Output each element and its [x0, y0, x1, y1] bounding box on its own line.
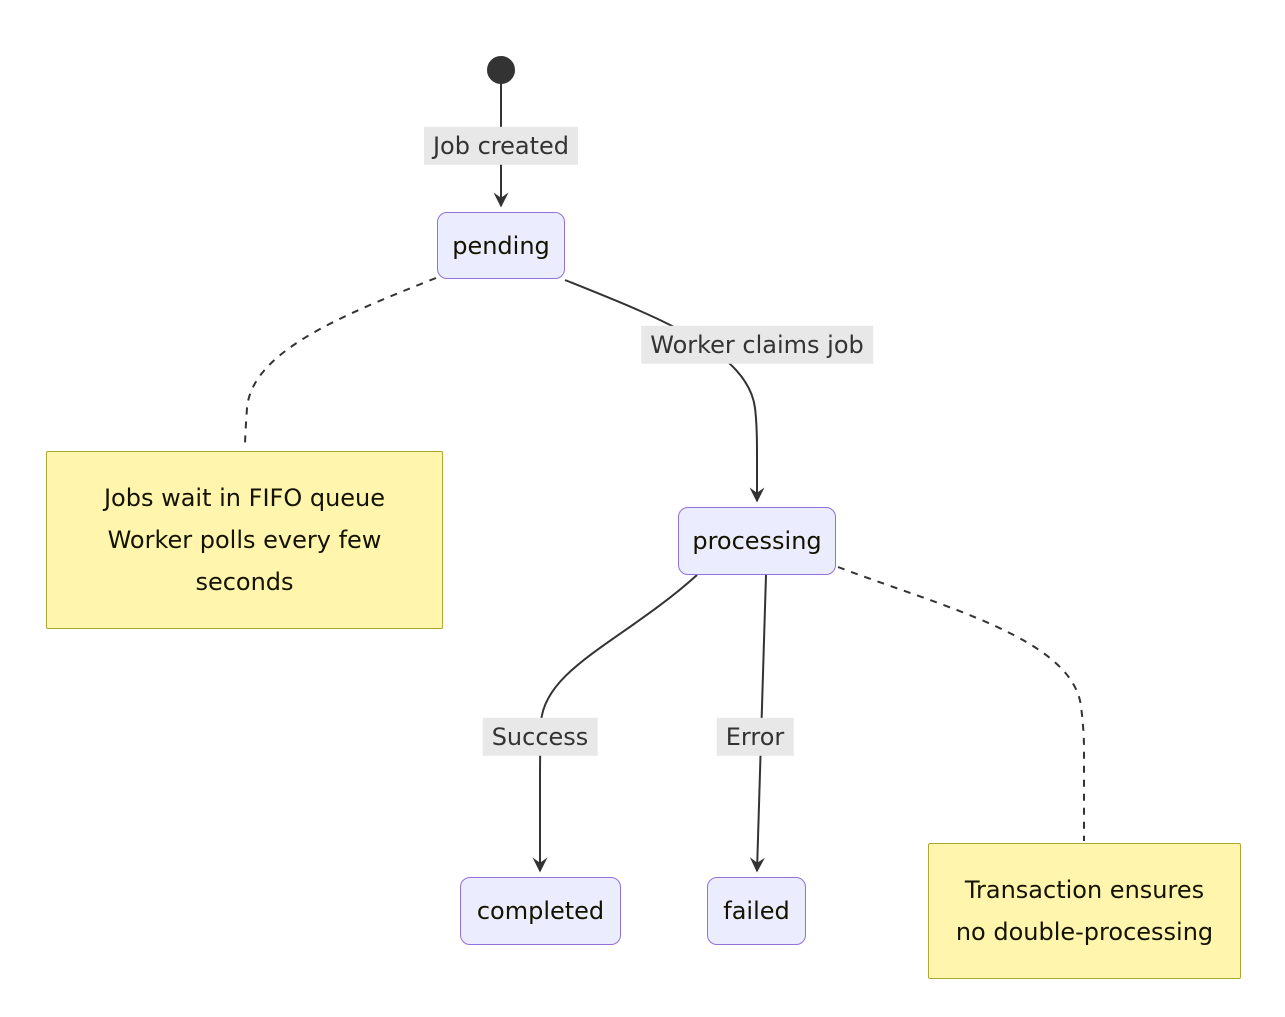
- state-label-failed: failed: [723, 897, 790, 925]
- note-transaction-line-1: Transaction ensures: [964, 876, 1205, 904]
- edge-label-job-created: Job created: [423, 126, 579, 166]
- note-jobs-queue-line-2: Worker polls every few seconds: [107, 526, 382, 596]
- edge-label-error: Error: [716, 717, 794, 757]
- state-node-failed: failed: [707, 877, 806, 945]
- edge-pending-to-note: [244, 277, 437, 449]
- edge-pending-to-processing: [564, 279, 765, 503]
- state-label-pending: pending: [452, 231, 550, 260]
- edge-processing-to-completed: [532, 574, 698, 873]
- state-node-completed: completed: [460, 877, 621, 945]
- state-node-processing: processing: [678, 507, 836, 575]
- note-transaction: Transaction ensures no double-processing: [928, 843, 1241, 979]
- edge-processing-to-note: [837, 566, 1085, 841]
- state-label-processing: processing: [692, 527, 822, 555]
- edge-label-worker-claims-job: Worker claims job: [641, 325, 873, 365]
- note-jobs-queue-line-1: Jobs wait in FIFO queue: [103, 484, 386, 512]
- note-jobs-queue: Jobs wait in FIFO queue Worker polls eve…: [46, 451, 443, 629]
- state-label-completed: completed: [476, 897, 605, 925]
- state-node-pending: pending: [437, 212, 565, 279]
- edge-label-success: Success: [482, 717, 598, 757]
- note-transaction-line-2: no double-processing: [955, 918, 1214, 946]
- initial-state-dot: [487, 56, 515, 84]
